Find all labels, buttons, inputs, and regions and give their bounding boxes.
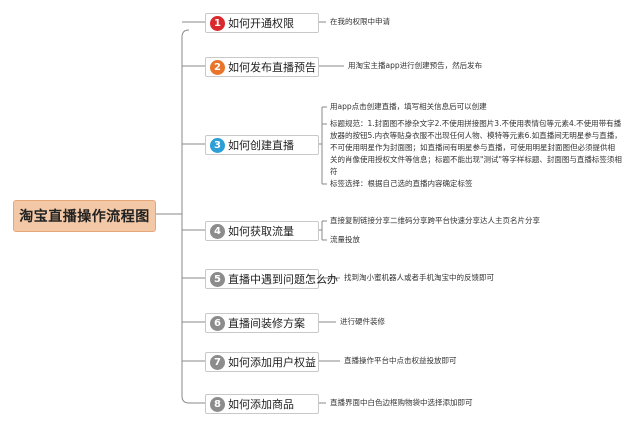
branch-label: 如何发布直播预告 — [228, 61, 316, 74]
branch-node-6[interactable]: 6 直播间装修方案 — [205, 313, 319, 333]
number-badge: 1 — [210, 15, 225, 31]
root-label: 淘宝直播操作流程图 — [19, 209, 150, 225]
detail-text: 用app点击创建直播，填写相关信息后可以创建 — [330, 102, 487, 111]
number-badge: 2 — [210, 59, 225, 75]
number-badge: 5 — [210, 271, 225, 287]
detail-text: 流量投放 — [330, 235, 360, 244]
branch-node-4[interactable]: 4 如何获取流量 — [205, 221, 319, 241]
detail-text-rules: 标题规范：1.封面图不掺杂文字2.不使用拼接图片3.不使用表情包等元素4.不使用… — [330, 119, 622, 176]
branch-label: 如何获取流量 — [228, 225, 294, 238]
branch-node-1[interactable]: 1 如何开通权限 — [205, 13, 319, 33]
trunk-line — [181, 29, 190, 404]
branch-label: 如何开通权限 — [228, 17, 294, 30]
branch-node-3[interactable]: 3 如何创建直播 — [205, 135, 319, 155]
detail-text: 在我的权限中申请 — [330, 17, 390, 26]
detail-text: 直播操作平台中点击权益投放即可 — [344, 356, 457, 365]
detail-text: 找到淘小蜜机器人或者手机淘宝中的反馈即可 — [344, 273, 494, 282]
branch-node-7[interactable]: 7 如何添加用户权益 — [205, 352, 319, 372]
branch-label: 如何添加商品 — [228, 398, 294, 411]
number-badge: 7 — [210, 354, 225, 370]
number-badge: 6 — [210, 315, 225, 331]
detail-bracket-3 — [318, 106, 327, 185]
detail-text: 标签选择：根据自己选的直播内容确定标签 — [330, 179, 473, 188]
branch-label: 直播中遇到问题怎么办 — [228, 273, 338, 286]
branch-label: 如何添加用户权益 — [228, 356, 316, 369]
branch-node-8[interactable]: 8 如何添加商品 — [205, 394, 319, 414]
detail-text: 进行硬件装修 — [340, 317, 385, 326]
branch-node-2[interactable]: 2 如何发布直播预告 — [205, 57, 319, 77]
number-badge: 3 — [210, 137, 225, 153]
root-node[interactable]: 淘宝直播操作流程图 — [13, 200, 156, 232]
branch-node-5[interactable]: 5 直播中遇到问题怎么办 — [205, 269, 338, 289]
branch-label: 直播间装修方案 — [228, 317, 305, 330]
detail-bracket-4 — [318, 220, 327, 241]
branch-label: 如何创建直播 — [228, 139, 294, 152]
detail-text: 用淘宝主播app进行创建预告，然后发布 — [348, 61, 483, 70]
number-badge: 8 — [210, 396, 225, 412]
detail-text: 直接复制链接分享二维码分享跨平台快速分享达人主页名片分享 — [330, 216, 540, 225]
detail-text: 直播界面中白色边框购物袋中选择添加即可 — [330, 398, 473, 407]
number-badge: 4 — [210, 223, 225, 239]
